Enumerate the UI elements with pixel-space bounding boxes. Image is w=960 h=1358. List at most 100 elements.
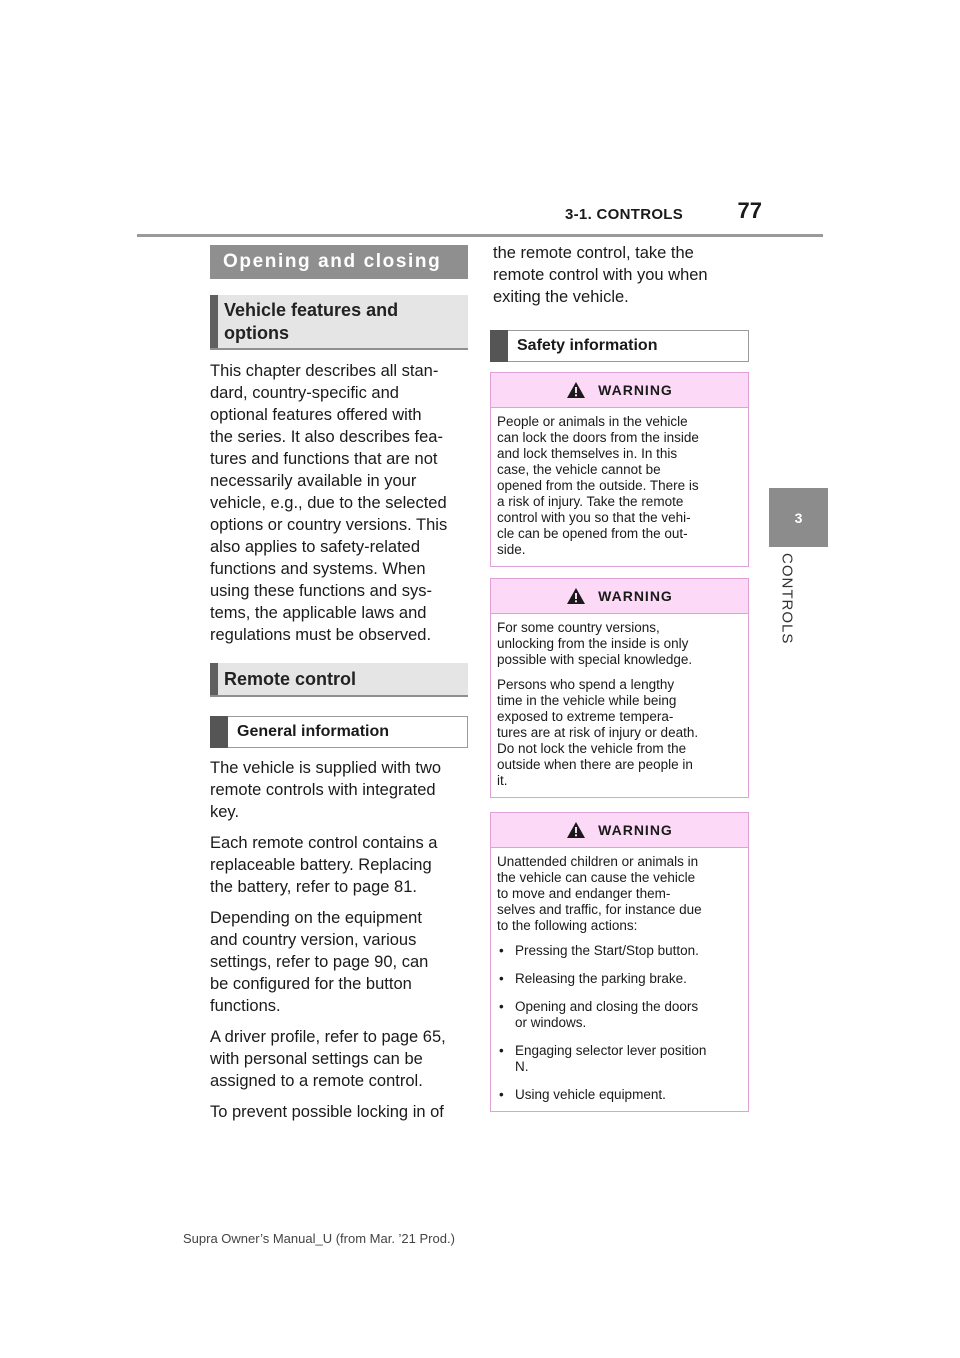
text-line: and country version, various bbox=[210, 931, 417, 949]
bullet-text: Using vehicle equipment. bbox=[515, 1087, 666, 1103]
text-line: the battery, refer to page 81. bbox=[210, 878, 417, 896]
text-line: Depending on the equipment bbox=[210, 909, 422, 927]
intro-line: dard, country-specific and bbox=[210, 384, 399, 402]
intro-line: tems, the applicable laws and bbox=[210, 604, 427, 622]
intro-line: functions and systems. When bbox=[210, 560, 426, 578]
text-line: assigned to a remote control. bbox=[210, 1072, 423, 1090]
chapter-tab-label: CONTROLS bbox=[778, 553, 796, 645]
manual-footer: Supra Owner’s Manual_U (from Mar. ’21 Pr… bbox=[183, 1231, 455, 1246]
intro-line: also applies to safety-related bbox=[210, 538, 421, 556]
text-line: functions. bbox=[210, 997, 281, 1015]
text-line: exiting the vehicle. bbox=[493, 288, 629, 306]
text-line: possible with special knowledge. bbox=[497, 652, 693, 667]
text-line: Opening and closing the doors bbox=[515, 999, 699, 1014]
text-line: settings, refer to page 90, can bbox=[210, 953, 429, 971]
warning-triangle-icon bbox=[566, 381, 586, 399]
chapter-tab-number[interactable]: 3 bbox=[769, 488, 828, 547]
text-line: and lock themselves in. In this bbox=[497, 446, 678, 461]
text-line: the vehicle can cause the vehicle bbox=[497, 870, 696, 885]
text-line: to the following actions: bbox=[497, 918, 638, 933]
text-line: A driver profile, refer to page 65, bbox=[210, 1028, 446, 1046]
remote-paragraph: To prevent possible locking in of bbox=[210, 1101, 468, 1123]
warning-bullet-list: • Pressing the Start/Stop button. • Releasi… bbox=[497, 943, 742, 1103]
header-rule bbox=[137, 234, 823, 237]
remote-paragraph: Depending on the equipment and country ve… bbox=[210, 907, 468, 1017]
text-line: tures are at risk of injury or death. bbox=[497, 725, 699, 740]
warning-title: WARNING bbox=[598, 588, 673, 604]
text-line: outside when there are people in bbox=[497, 757, 693, 772]
text-line: Pressing the Start/Stop button. bbox=[515, 943, 699, 958]
warning-triangle-icon bbox=[566, 821, 586, 839]
warning-title: WARNING bbox=[598, 822, 673, 838]
heading-safety-information: Safety information bbox=[490, 330, 749, 362]
text-line: remote control with you when bbox=[493, 266, 708, 284]
text-line: To prevent possible locking in of bbox=[210, 1103, 444, 1121]
heading-general-information: General information bbox=[210, 716, 468, 748]
text-line: For some country versions, bbox=[497, 620, 660, 635]
text-line: or windows. bbox=[515, 1015, 587, 1030]
heading-vehicle-features: Vehicle features and options bbox=[210, 295, 468, 350]
text-line: unlocking from the inside is only bbox=[497, 636, 689, 651]
remote-continued-text: the remote control, take the remote contr… bbox=[493, 242, 751, 308]
text-line: time in the vehicle while being bbox=[497, 693, 677, 708]
heading-opening-closing: Opening and closing bbox=[210, 245, 468, 279]
intro-line: regulations must be observed. bbox=[210, 626, 432, 644]
intro-line: necessarily available in your bbox=[210, 472, 417, 490]
text-line: Do not lock the vehicle from the bbox=[497, 741, 687, 756]
text-line: it. bbox=[497, 773, 508, 788]
bullet-marker: • bbox=[499, 1043, 504, 1058]
list-item: • Releasing the parking brake. bbox=[497, 971, 742, 987]
text-line: the remote control, take the bbox=[493, 244, 694, 262]
text-line: exposed to extreme tempera- bbox=[497, 709, 674, 724]
bullet-text: Releasing the parking brake. bbox=[515, 971, 687, 987]
remote-paragraph: A driver profile, refer to page 65, with … bbox=[210, 1026, 468, 1092]
warning-body: For some country versions,unlocking from… bbox=[491, 614, 748, 797]
bullet-marker: • bbox=[499, 943, 504, 958]
text-line: remote controls with integrated bbox=[210, 781, 436, 799]
text-line: Engaging selector lever position bbox=[515, 1043, 707, 1058]
list-item: • Using vehicle equipment. bbox=[497, 1087, 742, 1103]
list-item: • Pressing the Start/Stop button. bbox=[497, 943, 742, 959]
intro-paragraph: This chapter describes all stan-dard, co… bbox=[210, 360, 468, 646]
warning-box-2: WARNING For some country versions,unlocki… bbox=[490, 578, 749, 798]
warning-header: WARNING bbox=[491, 813, 748, 848]
bullet-text: Pressing the Start/Stop button. bbox=[515, 943, 699, 959]
text-line: Using vehicle equipment. bbox=[515, 1087, 666, 1102]
bullet-marker: • bbox=[499, 999, 504, 1014]
text-line: side. bbox=[497, 542, 526, 557]
text-line: People or animals in the vehicle bbox=[497, 414, 688, 429]
text-line: case, the vehicle cannot be bbox=[497, 462, 661, 477]
bullet-marker: • bbox=[499, 1087, 504, 1102]
warning-header: WARNING bbox=[491, 373, 748, 408]
page-number: 77 bbox=[737, 198, 762, 223]
intro-line: optional features offered with bbox=[210, 406, 422, 424]
intro-line: This chapter describes all stan- bbox=[210, 362, 439, 380]
text-line: The vehicle is supplied with two bbox=[210, 759, 442, 777]
bullet-marker: • bbox=[499, 971, 504, 986]
heading-vehicle-features-line2: options bbox=[224, 322, 289, 343]
intro-line: options or country versions. This bbox=[210, 516, 448, 534]
warning-triangle-icon bbox=[566, 587, 586, 605]
intro-line: vehicle, e.g., due to the selected bbox=[210, 494, 447, 512]
text-line: to move and endanger them- bbox=[497, 886, 671, 901]
intro-line: the series. It also describes fea- bbox=[210, 428, 443, 446]
text-line: selves and traffic, for instance due bbox=[497, 902, 702, 917]
text-line: Releasing the parking brake. bbox=[515, 971, 687, 986]
text-line: can lock the doors from the inside bbox=[497, 430, 699, 445]
text-line: control with you so that the vehi- bbox=[497, 510, 691, 525]
text-line: with personal settings can be bbox=[210, 1050, 423, 1068]
section-title: 3-1. CONTROLS bbox=[565, 206, 684, 223]
warning-paragraph: For some country versions,unlocking from… bbox=[497, 620, 742, 668]
warning-title: WARNING bbox=[598, 382, 673, 398]
text-line: Persons who spend a lengthy bbox=[497, 677, 675, 692]
text-line: Each remote control contains a bbox=[210, 834, 438, 852]
